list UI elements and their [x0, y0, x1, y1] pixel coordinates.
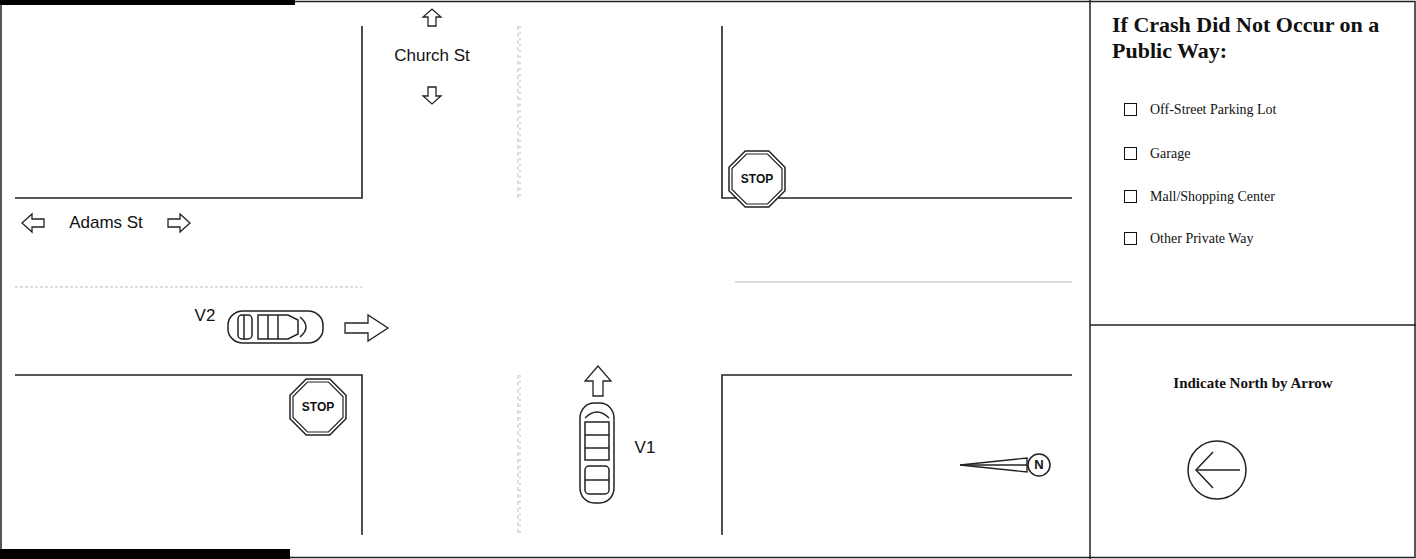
option-text: Garage [1150, 146, 1190, 163]
vehicle-label: V1 [635, 438, 656, 458]
node-heading: Indicate North by Arrow [1173, 374, 1332, 392]
option-text: Other Private Way [1150, 231, 1254, 248]
vehicle-v1 [580, 403, 614, 503]
node-heading: STOP [302, 400, 334, 414]
node-heading: If Crash Did Not Occur on a Public Way: [1112, 12, 1402, 65]
curb-lines [15, 26, 1072, 535]
checkbox [1124, 147, 1137, 160]
stop-sign: STOP [289, 378, 347, 436]
north-symbol: N [1027, 453, 1051, 477]
street-name: Church St [394, 46, 470, 66]
node-heading: N [1034, 457, 1043, 473]
panel-divider [1090, 324, 1416, 326]
direction-arrows [22, 9, 611, 396]
north-indicator [1188, 441, 1246, 499]
option-text: Mall/Shopping Center [1150, 189, 1275, 206]
checkbox [1124, 103, 1137, 116]
checkbox [1124, 232, 1137, 245]
checkbox [1124, 190, 1137, 203]
panel-divider [1089, 0, 1091, 559]
node-heading: STOP [741, 172, 773, 186]
option-text: Off-Street Parking Lot [1150, 102, 1277, 119]
location-panel: If Crash Did Not Occur on a Public Way: O… [1090, 0, 1416, 325]
center-lines [15, 26, 1072, 535]
stop-sign: STOP [728, 150, 786, 208]
black-bar [0, 549, 290, 559]
vehicle-label: V2 [195, 306, 216, 326]
black-bar [0, 0, 295, 5]
vehicle-v2 [228, 311, 323, 343]
north-arrow [960, 458, 1027, 472]
north-panel: Indicate North by Arrow [1090, 325, 1416, 559]
street-name: Adams St [69, 213, 143, 233]
